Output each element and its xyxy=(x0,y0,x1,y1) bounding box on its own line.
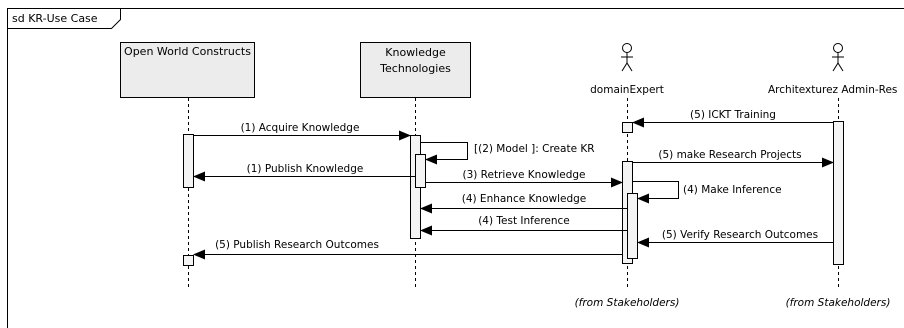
lifeline-open-world-constructs[interactable]: Open World Constructs xyxy=(120,42,255,291)
message-publish-research-outcomes[interactable]: (5) Publish Research Outcomes xyxy=(193,239,622,260)
activation-bar xyxy=(833,121,844,265)
message-retrieve-knowledge[interactable]: (3) Retrieve Knowledge xyxy=(426,169,623,188)
frame-tab xyxy=(7,8,121,29)
message-make-research-projects[interactable]: (5) make Research Projects xyxy=(633,149,834,168)
message-publish-knowledge[interactable]: (1) Publish Knowledge xyxy=(193,163,415,182)
lifeline-label-line1: Knowledge xyxy=(385,46,446,59)
message-label: (4) Enhance Knowledge xyxy=(462,193,587,205)
lifeline-architexturez-admin[interactable]: Architexturez Admin-Res (from Stakeholde… xyxy=(768,43,897,310)
activation-bar xyxy=(183,134,194,188)
message-label: (4) Make Inference xyxy=(683,184,782,196)
activation-bar xyxy=(627,193,638,259)
lifeline-box xyxy=(120,42,255,98)
message-acquire-knowledge[interactable]: (1) Acquire Knowledge xyxy=(194,122,411,141)
lifeline-box xyxy=(360,42,471,98)
message-label: (1) Acquire Knowledge xyxy=(241,122,360,134)
self-message-arrow xyxy=(633,181,679,204)
message-label: (3) Retrieve Knowledge xyxy=(462,169,585,181)
activation-bar xyxy=(183,255,194,266)
activation-bar xyxy=(622,122,633,133)
from-stakeholders-label: (from Stakeholders) xyxy=(575,297,680,309)
frame-title: sd KR-Use Case xyxy=(12,12,98,25)
message-label: (5) Verify Research Outcomes xyxy=(662,229,818,241)
lifeline-domain-expert[interactable]: domainExpert (from Stakeholders) xyxy=(575,43,680,310)
message-create-kr[interactable]: [(2) Model ]: Create KR xyxy=(421,142,595,165)
message-ickt-training[interactable]: (5) ICKT Training xyxy=(632,109,833,128)
message-label: (5) ICKT Training xyxy=(690,109,776,121)
actor-icon xyxy=(621,43,633,72)
message-enhance-knowledge[interactable]: (4) Enhance Knowledge xyxy=(420,193,627,214)
self-message-arrow xyxy=(421,142,468,165)
actor-label: Architexturez Admin-Res xyxy=(768,84,897,96)
message-label: (4) Test Inference xyxy=(478,215,570,227)
from-stakeholders-label: (from Stakeholders) xyxy=(786,297,891,309)
message-label: [(2) Model ]: Create KR xyxy=(474,143,595,155)
activation-bar xyxy=(415,154,426,188)
message-test-inference[interactable]: (4) Test Inference xyxy=(420,215,627,236)
lifeline-label: Open World Constructs xyxy=(124,45,251,58)
message-make-inference[interactable]: (4) Make Inference xyxy=(633,181,782,204)
message-label: (5) Publish Research Outcomes xyxy=(215,239,379,251)
actor-icon xyxy=(832,43,844,72)
actor-label: domainExpert xyxy=(590,84,664,96)
message-verify-research-outcomes[interactable]: (5) Verify Research Outcomes xyxy=(637,229,833,248)
lifeline-label-line2: Technologies xyxy=(379,62,451,75)
message-label: (5) make Research Projects xyxy=(658,149,801,161)
message-label: (1) Publish Knowledge xyxy=(247,163,364,175)
lifeline-knowledge-technologies[interactable]: Knowledge Technologies xyxy=(360,42,471,291)
